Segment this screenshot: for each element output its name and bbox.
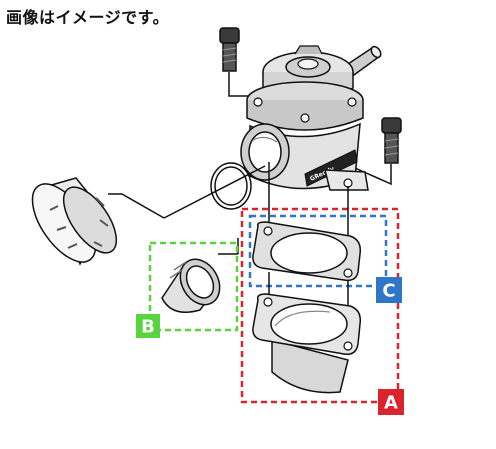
outlet-flange <box>252 293 362 394</box>
label-b-badge <box>136 314 160 338</box>
port-leader <box>163 165 266 219</box>
label-c-text: C <box>382 281 395 302</box>
label-c-badge <box>376 277 402 303</box>
cap-leader <box>108 193 165 219</box>
blow-off-valve-body: GReddy <box>240 45 382 191</box>
label-b-text: B <box>141 317 155 338</box>
label-a-badge <box>378 389 404 415</box>
bolt-right-leader <box>345 163 392 186</box>
adapter-fitting <box>161 258 221 313</box>
o-ring <box>210 162 252 210</box>
flange-gasket <box>252 221 362 282</box>
bolt-right <box>381 117 402 164</box>
bolt-left <box>219 27 240 72</box>
group-c-box <box>248 214 388 288</box>
inlet-cap <box>31 177 118 266</box>
group-a-box <box>240 207 400 404</box>
image-disclaimer: 画像はイメージです。 <box>6 8 170 27</box>
label-a-text: A <box>384 393 398 414</box>
group-b-box <box>148 241 239 332</box>
